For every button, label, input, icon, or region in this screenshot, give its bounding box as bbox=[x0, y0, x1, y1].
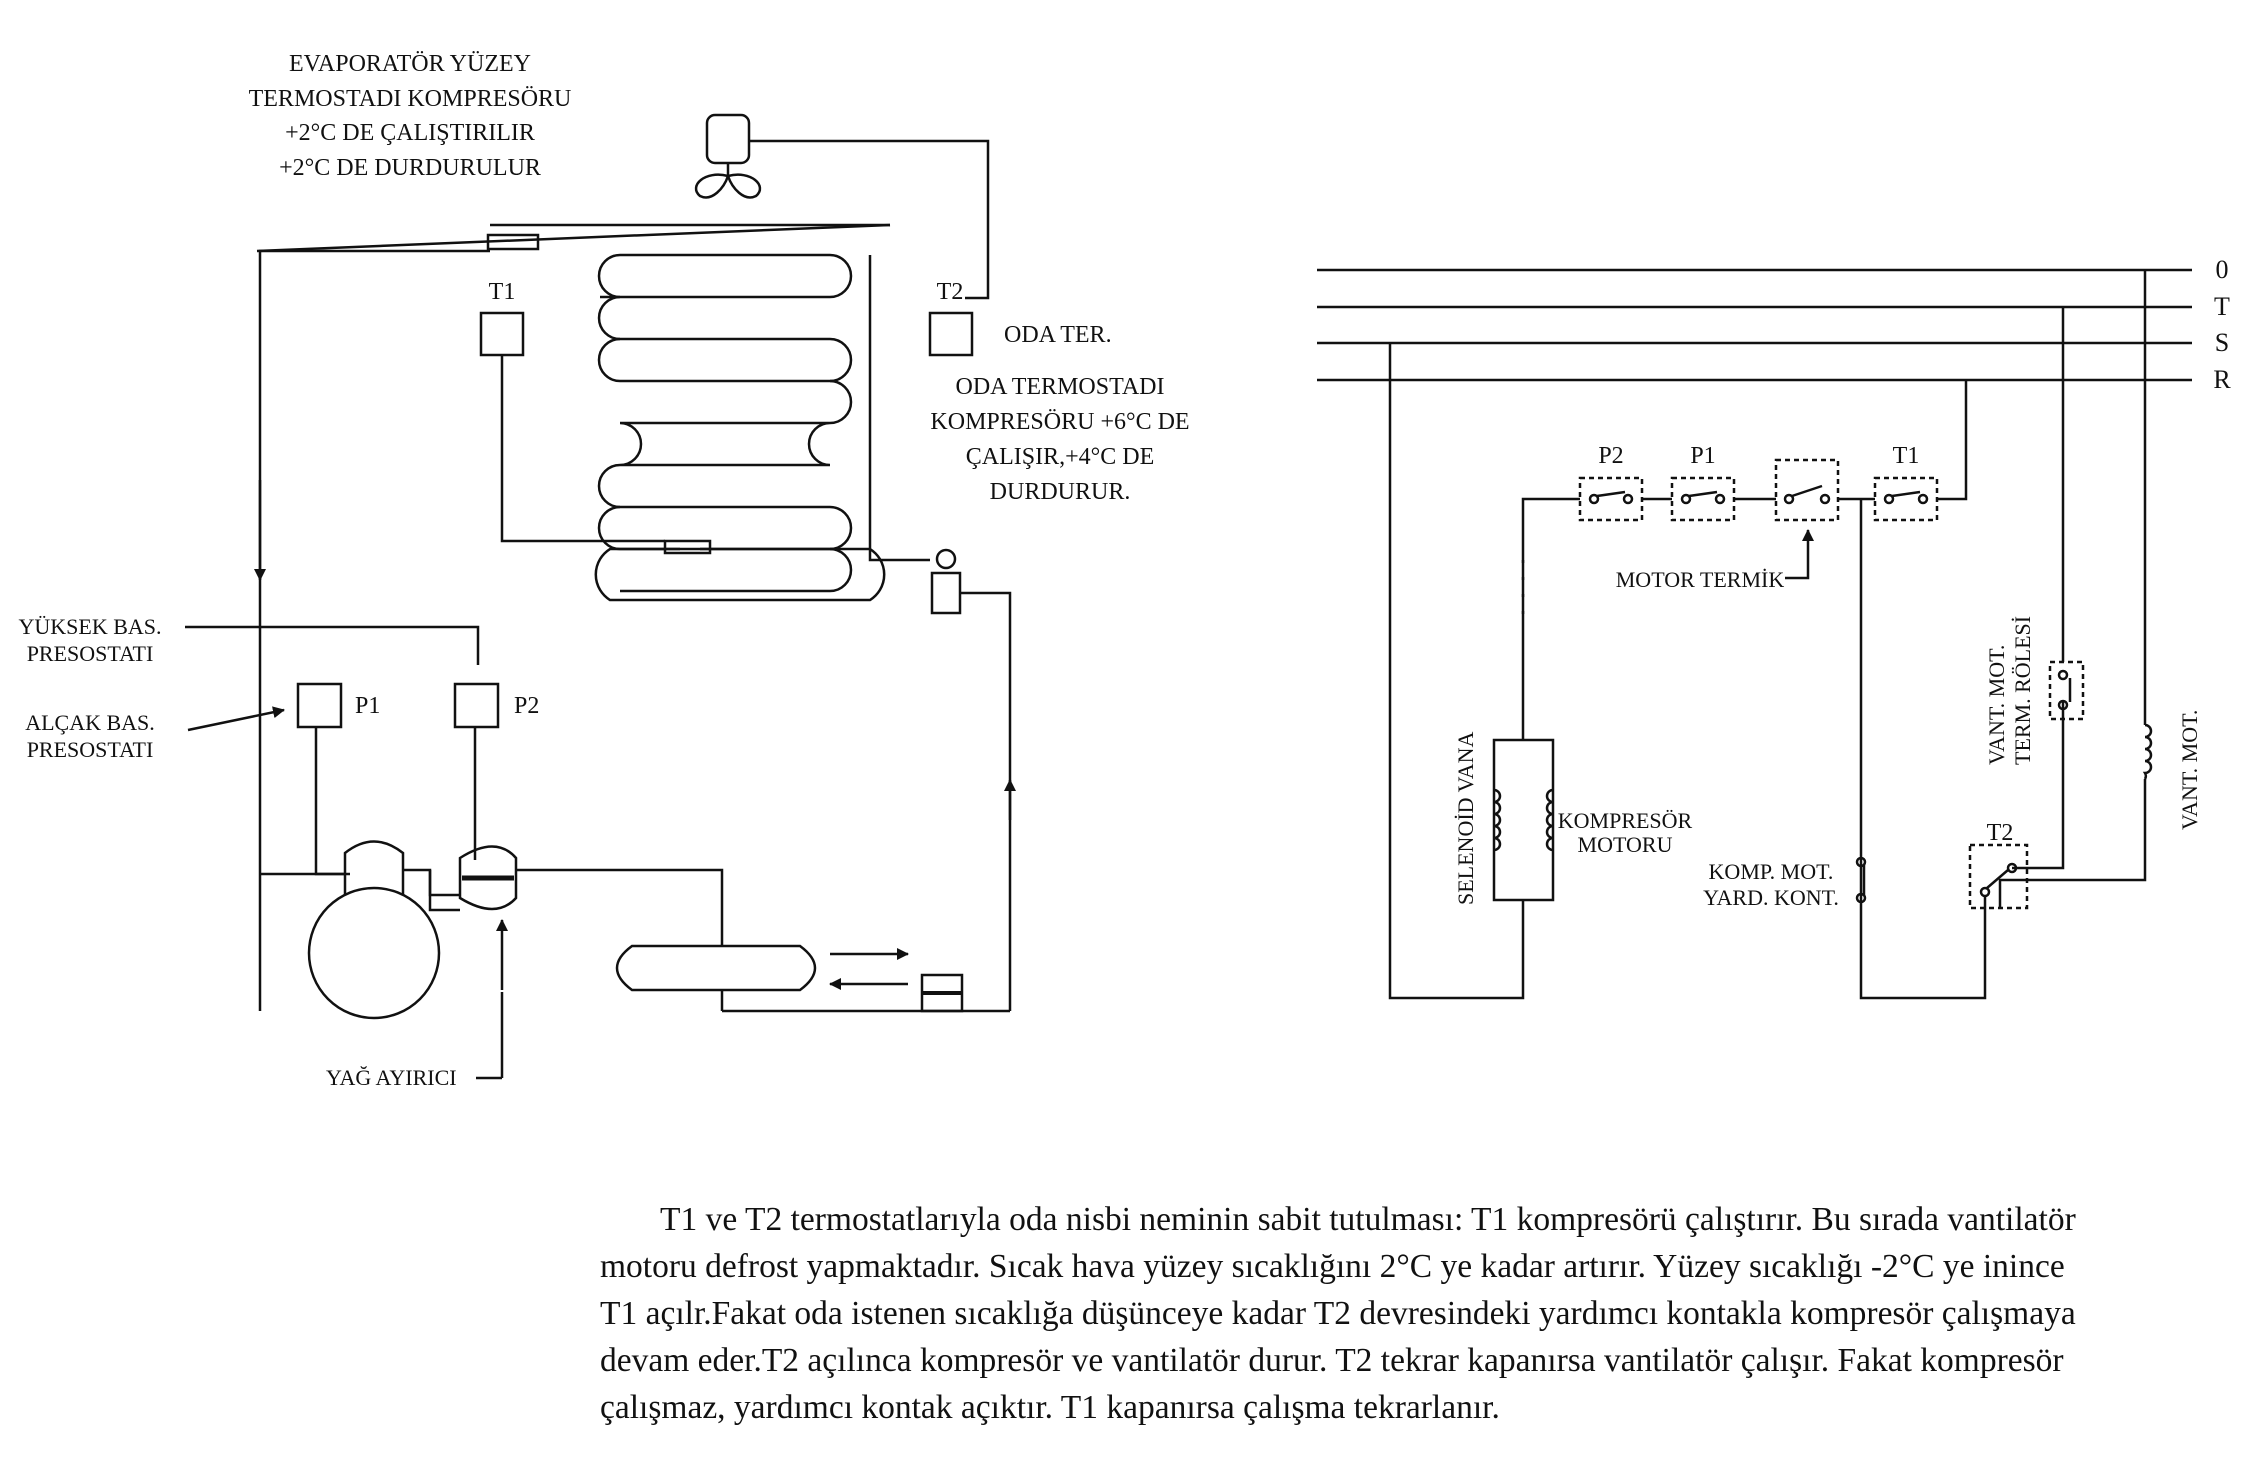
evap-note-line-4: +2°C DE DURDURULUR bbox=[279, 155, 541, 181]
p1-label: P1 bbox=[355, 693, 380, 719]
motor-thermal-switch bbox=[1774, 458, 1840, 522]
caption-line-4: devam eder.T2 açılınca kompresör ve vant… bbox=[600, 1342, 2064, 1379]
refrigeration-circuit: EVAPORATÖR YÜZEY TERMOSTADI KOMPRESÖRU +… bbox=[18, 51, 1189, 1090]
compressor-motor-coil-icon bbox=[1545, 788, 1554, 852]
room-thermostat-note: ODA TERMOSTADI KOMPRESÖRU +6°C DE ÇALIŞI… bbox=[930, 374, 1189, 505]
bus-label-0: 0 bbox=[2216, 255, 2229, 284]
high-pressure-label-2: PRESOSTATI bbox=[27, 641, 154, 666]
evap-note-line-1: EVAPORATÖR YÜZEY bbox=[289, 51, 531, 77]
low-pressure-label-2: PRESOSTATI bbox=[27, 737, 154, 762]
suction-line bbox=[258, 249, 490, 1011]
room-note-line-2: KOMPRESÖRU +6°C DE bbox=[930, 409, 1189, 435]
fan-thermal-relay-label-1: VANT. MOT. bbox=[1984, 645, 2009, 765]
t1-bulb-lower bbox=[663, 539, 712, 555]
bus-label-t: T bbox=[2214, 292, 2230, 321]
room-note-line-3: ÇALIŞIR,+4°C DE bbox=[966, 444, 1154, 470]
fan-thermal-relay-label-2: TERM. RÖLESİ bbox=[2010, 616, 2035, 765]
solenoid-compressor-box bbox=[1492, 738, 1555, 902]
p1-pressostat bbox=[296, 682, 343, 729]
high-pressure-label-1: YÜKSEK BAS. bbox=[18, 614, 161, 639]
oil-separator: YAĞ AYIRICI bbox=[326, 845, 724, 1090]
fan-blade-left bbox=[694, 173, 730, 199]
fan-motor-body bbox=[705, 113, 751, 165]
caption-line-3: T1 açılr.Fakat oda istenen sıcaklığa düş… bbox=[600, 1295, 2076, 1332]
expansion-valve bbox=[930, 548, 1016, 1011]
t1-thermostat bbox=[479, 311, 525, 357]
t1-bulb bbox=[486, 233, 540, 251]
evap-note-line-2: TERMOSTADI KOMPRESÖRU bbox=[249, 86, 572, 112]
p2-label: P2 bbox=[514, 693, 539, 719]
room-note-line-1: ODA TERMOSTADI bbox=[956, 374, 1165, 400]
evaporator-note: EVAPORATÖR YÜZEY TERMOSTADI KOMPRESÖRU +… bbox=[249, 51, 572, 181]
aux-contact-label-1: KOMP. MOT. bbox=[1709, 859, 1834, 884]
t2-thermostat bbox=[928, 311, 974, 357]
t1-switch-label: T1 bbox=[1893, 443, 1920, 469]
description-paragraph: T1 ve T2 termostatlarıyla oda nisbi nemi… bbox=[600, 1196, 2240, 1431]
solenoid-coil-icon bbox=[1493, 788, 1502, 852]
compressor-motor-label-2: MOTORU bbox=[1578, 832, 1673, 857]
low-pressure-label-1: ALÇAK BAS. bbox=[25, 710, 155, 735]
evaporator-fan bbox=[694, 113, 990, 300]
room-note-line-4: DURDURUR. bbox=[990, 479, 1131, 505]
t2-label: T2 bbox=[937, 279, 964, 305]
low-pressure-leader bbox=[187, 706, 285, 732]
caption-line-5: çalışmaz, yardımcı kontak açıktır. T1 ka… bbox=[600, 1389, 1500, 1426]
compressor bbox=[260, 840, 460, 1020]
fan-thermal-relay bbox=[2048, 660, 2085, 721]
fan-motor-coil-icon bbox=[2142, 723, 2153, 780]
bus-label-s: S bbox=[2215, 328, 2229, 357]
fan-motor-label: VANT. MOT. bbox=[2177, 710, 2202, 830]
solenoid-valve-label: SELENOİD VANA bbox=[1453, 732, 1478, 905]
fan-blade-right bbox=[726, 173, 762, 199]
p1-switch-label: P1 bbox=[1690, 443, 1715, 469]
bus-label-r: R bbox=[2213, 365, 2231, 394]
evap-note-line-3: +2°C DE ÇALIŞTIRILIR bbox=[285, 120, 535, 146]
t2-switch bbox=[1968, 843, 2029, 910]
p2-pressostat bbox=[453, 682, 500, 729]
condenser bbox=[615, 944, 1010, 1013]
t2-switch-label: T2 bbox=[1987, 820, 2014, 846]
room-thermostat-label: ODA TER. bbox=[1004, 322, 1112, 348]
electrical-schematic: 0 T S R P2 P1 MOTOR TERMİK T1 bbox=[1317, 255, 2231, 1000]
oil-separator-label: YAĞ AYIRICI bbox=[326, 1065, 457, 1090]
t1-label: T1 bbox=[489, 279, 516, 305]
motor-thermal-label: MOTOR TERMİK bbox=[1616, 567, 1785, 592]
high-pressure-leader bbox=[185, 625, 480, 665]
motor-thermal-leader bbox=[1785, 529, 1814, 580]
caption-line-1: T1 ve T2 termostatlarıyla oda nisbi nemi… bbox=[660, 1201, 2076, 1238]
compressor-motor-label-1: KOMPRESÖR bbox=[1558, 808, 1693, 833]
aux-contact-label-2: YARD. KONT. bbox=[1703, 885, 1839, 910]
caption-line-2: motoru defrost yapmaktadır. Sıcak hava y… bbox=[600, 1248, 2065, 1285]
p2-switch-label: P2 bbox=[1598, 443, 1623, 469]
